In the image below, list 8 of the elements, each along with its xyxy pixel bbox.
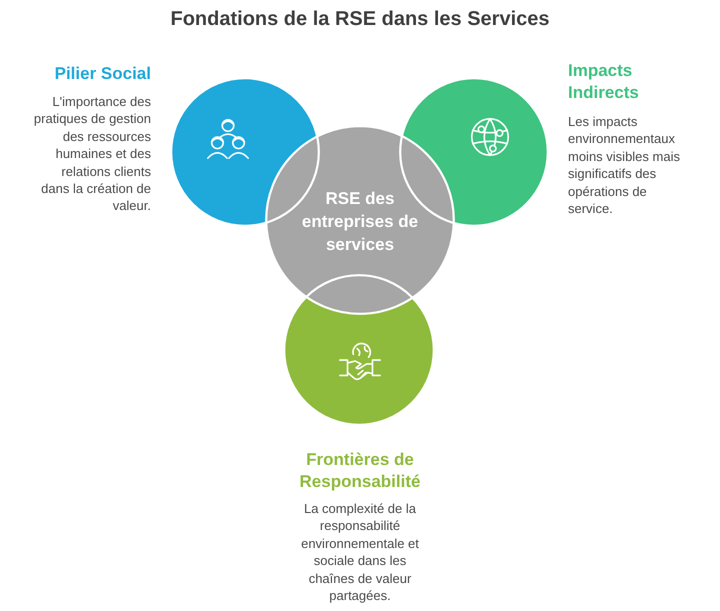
diagram-title: Fondations de la RSE dans les Services [169,8,551,31]
center-label: RSE des entreprises de services [300,188,420,256]
description-text: Les impacts environnementaux moins visibles mais significatifs des opérations de service. [568,113,681,218]
section-heading: Frontières de Responsabilité [298,449,422,493]
section-heading: Pilier Social [54,63,151,85]
section-heading: Impacts Indirects [568,60,640,104]
description-text: L'importance des pratiques de gestion des ressources humaines et des relations clients dans la création de valeur. [32,93,151,215]
description-text: La complexité de la responsabilité environnementale et sociale dans les chaînes de valeur partagées. [300,500,420,604]
